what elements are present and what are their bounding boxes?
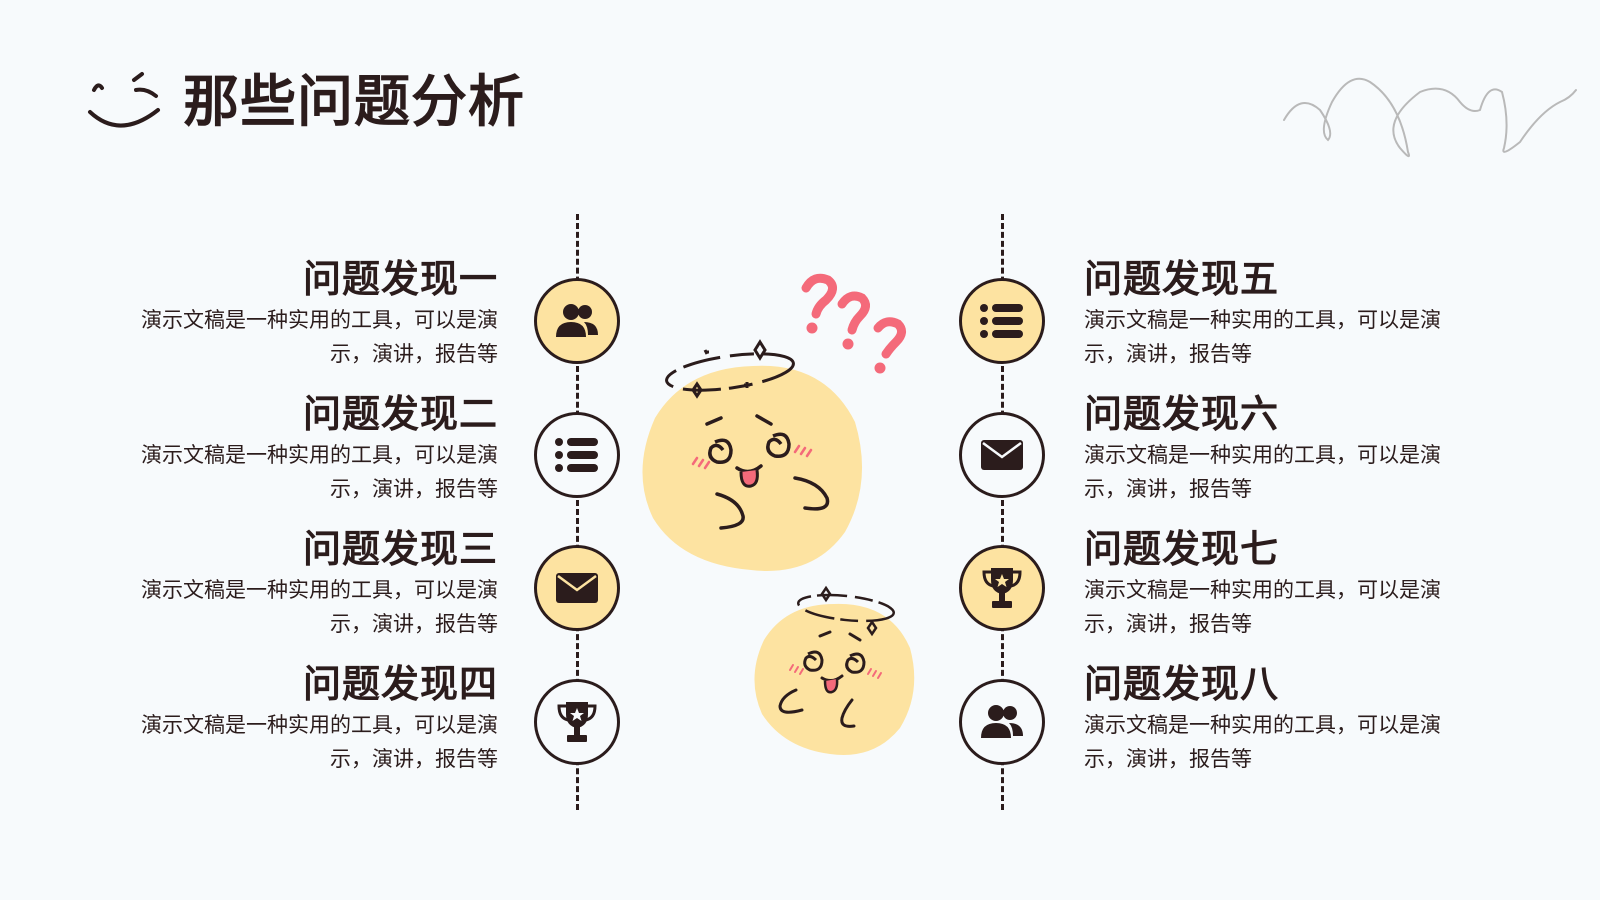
item-5: 问题发现五 演示文稿是一种实用的工具，可以是演示，演讲，报告等 — [1084, 256, 1484, 371]
item-description: 演示文稿是一种实用的工具，可以是演示，演讲，报告等 — [141, 443, 498, 501]
users-icon — [981, 705, 1023, 738]
item-heading: 问题发现七 — [1084, 527, 1280, 571]
item-2: 问题发现二 演示文稿是一种实用的工具，可以是演示，演讲，报告等 — [98, 391, 498, 506]
item-description: 演示文稿是一种实用的工具，可以是演示，演讲，报告等 — [1084, 713, 1441, 771]
trophy-icon — [982, 568, 1022, 608]
envelope-icon — [981, 440, 1023, 470]
item-heading: 问题发现一 — [302, 257, 498, 301]
circle-item-3 — [534, 545, 620, 631]
envelope-icon — [556, 573, 598, 603]
circle-item-1 — [534, 278, 620, 364]
dizzy-face-large — [642, 339, 863, 571]
item-heading: 问题发现五 — [1084, 257, 1280, 301]
item-description: 演示文稿是一种实用的工具，可以是演示，演讲，报告等 — [141, 713, 498, 771]
users-icon — [556, 304, 598, 337]
question-marks-icon — [801, 273, 906, 374]
item-heading: 问题发现四 — [302, 662, 498, 706]
list-icon — [980, 304, 1023, 338]
item-3: 问题发现三 演示文稿是一种实用的工具，可以是演示，演讲，报告等 — [98, 526, 498, 641]
circle-item-2 — [534, 412, 620, 498]
circle-item-5 — [959, 278, 1045, 364]
item-1: 问题发现一 演示文稿是一种实用的工具，可以是演示，演讲，报告等 — [98, 256, 498, 371]
item-heading: 问题发现八 — [1084, 662, 1280, 706]
timeline-right — [1001, 214, 1004, 810]
circle-item-4 — [534, 679, 620, 765]
item-7: 问题发现七 演示文稿是一种实用的工具，可以是演示，演讲，报告等 — [1084, 526, 1484, 641]
trophy-icon — [557, 702, 597, 742]
item-6: 问题发现六 演示文稿是一种实用的工具，可以是演示，演讲，报告等 — [1084, 391, 1484, 506]
item-4: 问题发现四 演示文稿是一种实用的工具，可以是演示，演讲，报告等 — [98, 661, 498, 776]
item-heading: 问题发现二 — [302, 392, 498, 436]
circle-item-7 — [959, 545, 1045, 631]
item-heading: 问题发现三 — [302, 527, 498, 571]
page-title: 那些问题分析 — [183, 70, 525, 135]
item-heading: 问题发现六 — [1084, 392, 1280, 436]
item-description: 演示文稿是一种实用的工具，可以是演示，演讲，报告等 — [141, 308, 498, 366]
circle-item-6 — [959, 412, 1045, 498]
item-description: 演示文稿是一种实用的工具，可以是演示，演讲，报告等 — [141, 578, 498, 636]
dizzy-face-small — [754, 585, 915, 755]
timeline-left — [576, 214, 579, 810]
item-8: 问题发现八 演示文稿是一种实用的工具，可以是演示，演讲，报告等 — [1084, 661, 1484, 776]
item-description: 演示文稿是一种实用的工具，可以是演示，演讲，报告等 — [1084, 443, 1441, 501]
item-description: 演示文稿是一种实用的工具，可以是演示，演讲，报告等 — [1084, 308, 1441, 366]
item-description: 演示文稿是一种实用的工具，可以是演示，演讲，报告等 — [1084, 578, 1441, 636]
circle-item-8 — [959, 679, 1045, 765]
scribble-decoration — [1283, 77, 1577, 158]
list-icon — [555, 438, 598, 472]
smile-icon — [88, 72, 160, 128]
